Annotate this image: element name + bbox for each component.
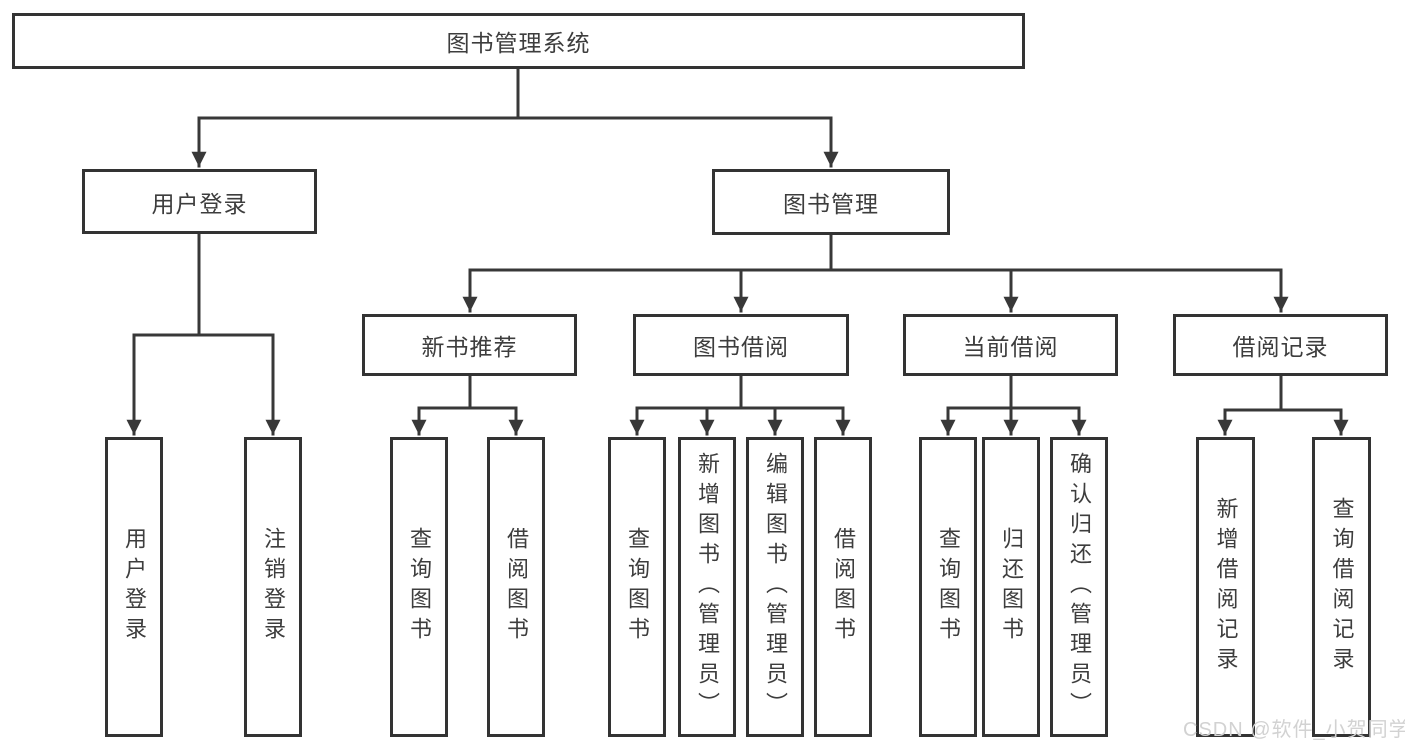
leaf-add-borrow-record: 新增借阅记录 <box>1196 437 1255 737</box>
connector-book-borrow-children <box>629 374 851 436</box>
leaf-user-login: 用户登录 <box>105 437 163 737</box>
leaf-query-books-2: 查询图书 <box>608 437 666 737</box>
leaf-confirm-return-admin-label: 确认归还（管理员） <box>1067 452 1092 722</box>
leaf-logout-login-label: 注销登录 <box>261 527 286 647</box>
connector-current-borrow-children <box>940 374 1087 436</box>
leaf-query-books-1-label: 查询图书 <box>407 527 432 647</box>
leaf-add-book-admin-label: 新增图书（管理员） <box>695 452 720 722</box>
connector-book-mgmt-groups <box>462 233 1289 313</box>
leaf-borrow-books-2: 借阅图书 <box>814 437 872 737</box>
node-borrow-records: 借阅记录 <box>1173 314 1388 376</box>
leaf-borrow-books-1: 借阅图书 <box>487 437 545 737</box>
node-book-mgmt: 图书管理 <box>712 169 950 235</box>
leaf-query-borrow-record-label: 查询借阅记录 <box>1329 497 1355 677</box>
node-user-login: 用户登录 <box>82 169 317 234</box>
node-root-label: 图书管理系统 <box>446 30 591 56</box>
leaf-borrow-books-1-label: 借阅图书 <box>504 527 529 647</box>
leaf-query-books-3: 查询图书 <box>919 437 977 737</box>
leaf-add-borrow-record-label: 新增借阅记录 <box>1213 497 1239 677</box>
connector-user-login-children <box>126 231 281 436</box>
leaf-edit-book-admin: 编辑图书（管理员） <box>746 437 804 737</box>
node-borrow-records-label: 借阅记录 <box>1232 334 1329 360</box>
leaf-query-books-2-label: 查询图书 <box>625 527 650 647</box>
leaf-edit-book-admin-label: 编辑图书（管理员） <box>763 452 788 722</box>
node-new-book-recommend: 新书推荐 <box>362 314 577 376</box>
csdn-watermark: CSDN @软件_小贺同学 <box>1183 719 1405 741</box>
node-user-login-label: 用户登录 <box>151 190 248 217</box>
node-current-borrow-label: 当前借阅 <box>962 334 1059 360</box>
leaf-confirm-return-admin: 确认归还（管理员） <box>1050 437 1108 737</box>
node-current-borrow: 当前借阅 <box>903 314 1118 376</box>
leaf-query-books-1: 查询图书 <box>390 437 448 737</box>
leaf-return-book: 归还图书 <box>982 437 1040 737</box>
node-book-borrow: 图书借阅 <box>633 314 849 376</box>
node-root-library-system: 图书管理系统 <box>12 13 1025 69</box>
connector-root-to-level2 <box>191 67 839 168</box>
leaf-query-borrow-record: 查询借阅记录 <box>1312 437 1371 737</box>
node-book-mgmt-label: 图书管理 <box>783 191 879 217</box>
leaf-query-books-3-label: 查询图书 <box>936 527 961 647</box>
node-new-book-recommend-label: 新书推荐 <box>421 334 518 360</box>
leaf-logout-login: 注销登录 <box>244 437 302 737</box>
node-book-borrow-label: 图书借阅 <box>693 334 789 360</box>
leaf-user-login-label: 用户登录 <box>122 527 147 647</box>
connector-borrow-records-children <box>1217 374 1349 436</box>
leaf-borrow-books-2-label: 借阅图书 <box>831 527 856 647</box>
leaf-return-book-label: 归还图书 <box>999 527 1024 647</box>
leaf-add-book-admin: 新增图书（管理员） <box>678 437 736 737</box>
connector-new-book-children <box>411 374 524 436</box>
